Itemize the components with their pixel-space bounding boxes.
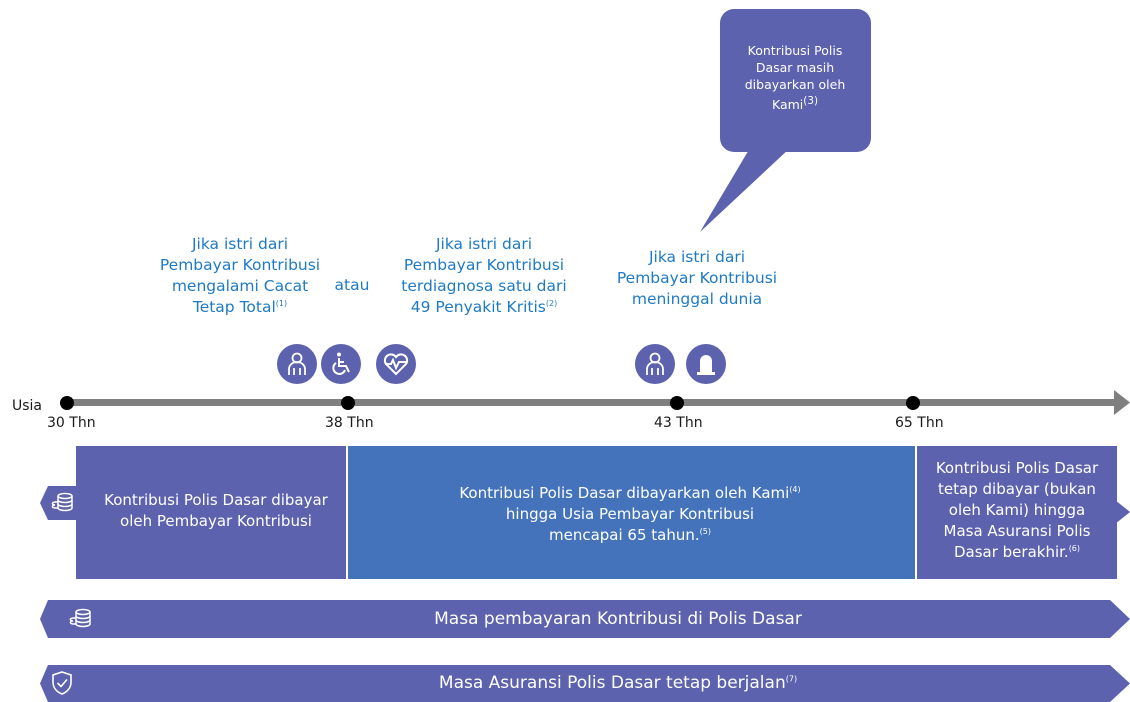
- tick-30: 30 Thn: [47, 415, 96, 431]
- block-right-arrow: [1115, 500, 1130, 524]
- condition-critical-text: Jika istri dari Pembayar Kontribusi terd…: [401, 235, 567, 316]
- tick-43: 43 Thn: [654, 415, 703, 431]
- heartbeat-icon: [376, 344, 416, 384]
- block-paid-by-us-text: Kontribusi Polis Dasar dibayarkan oleh K…: [459, 484, 801, 544]
- condition-death-text: Jika istri dari Pembayar Kontribusi meni…: [616, 248, 778, 308]
- timeline-axis: [66, 390, 1130, 415]
- block-paid-by-us: [348, 446, 915, 579]
- tombstone-icon: [686, 344, 726, 384]
- payment-period-bar-shape: [40, 600, 1130, 638]
- person-icon: [277, 344, 317, 384]
- or-text: atau: [334, 276, 370, 294]
- wheelchair-icon: [321, 344, 361, 384]
- timeline-dot-43: [670, 396, 684, 410]
- coverage-period-bar-shape: [40, 665, 1130, 702]
- timeline-label: Usia: [12, 398, 43, 414]
- person-icon: [635, 344, 675, 384]
- speech-bubble: [700, 9, 871, 232]
- timeline-dot-65: [906, 396, 920, 410]
- timeline-dot-38: [341, 396, 355, 410]
- tick-38: 38 Thn: [325, 415, 374, 431]
- block-paid-by-payer-text: Kontribusi Polis Dasar dibayar oleh Pemb…: [104, 491, 328, 530]
- bubble-text: Kontribusi Polis Dasar masih dibayarkan …: [744, 43, 846, 113]
- coverage-period-label: Masa Asuransi Polis Dasar tetap berjalan…: [438, 673, 798, 693]
- block-paid-by-payer: [76, 446, 346, 579]
- shield-check-icon: [52, 671, 72, 695]
- tick-65: 65 Thn: [895, 415, 944, 431]
- timeline-dot-30: [60, 396, 74, 410]
- block-still-paid: [917, 446, 1117, 579]
- coins-icon: [40, 486, 80, 520]
- block-still-paid-text: Kontribusi Polis Dasar tetap dibayar (bu…: [935, 459, 1099, 561]
- payment-period-label: Masa pembayaran Kontribusi di Polis Dasa…: [434, 609, 802, 629]
- condition-disability-text: Jika istri dari Pembayar Kontribusi meng…: [159, 235, 321, 316]
